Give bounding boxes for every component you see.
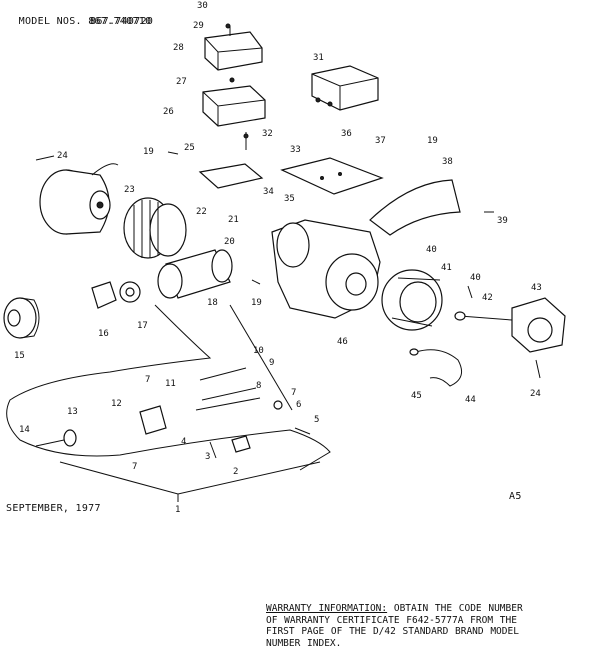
callout-4: 4 [181,437,186,447]
callout-29: 29 [193,21,204,31]
callout-8: 8 [256,381,261,391]
callout-45: 45 [411,391,422,401]
callout-24a: 24 [57,151,68,161]
callout-16: 16 [98,329,109,339]
model-number-1: 867.740710 [88,16,152,27]
adapter-ring-part [381,269,443,331]
callout-10: 10 [253,346,264,356]
callout-46: 46 [337,337,348,347]
cover-part [369,179,461,236]
callout-1: 1 [175,505,180,515]
warranty-line-3: FIRST PAGE OF THE D/42 STANDARD BRAND MO… [266,626,519,637]
callout-7c: 7 [132,462,137,472]
callout-11: 11 [165,379,176,389]
mounting-bracket-part [202,85,266,127]
warranty-heading: WARRANTY INFORMATION: [266,603,388,614]
callout-25: 25 [184,143,195,153]
callout-22: 22 [196,207,207,217]
callout-37: 37 [375,136,386,146]
callout-39: 39 [497,216,508,226]
assembly-brace [59,461,321,495]
burner-housing-part [271,219,381,319]
bracket-plate-part [198,163,264,189]
callout-43: 43 [531,283,542,293]
callout-15: 15 [14,351,25,361]
warranty-line-1: OBTAIN THE CODE NUMBER [393,603,523,614]
fasteners [35,23,541,379]
callout-5: 5 [314,415,319,425]
callout-27: 27 [176,77,187,87]
callout-42: 42 [482,293,493,303]
callout-36: 36 [341,129,352,139]
mounting-plate-part [280,157,384,195]
coupling-part [91,281,141,309]
callout-7a: 7 [145,375,150,385]
callout-28: 28 [173,43,184,53]
callout-33: 33 [290,145,301,155]
page-code: A5 [509,491,522,502]
callout-3: 3 [205,452,210,462]
callout-32: 32 [262,129,273,139]
model-number-2: 867.740720 [90,16,154,27]
callout-7b: 7 [291,388,296,398]
callout-35: 35 [284,194,295,204]
callout-19c: 19 [251,298,262,308]
callout-18: 18 [207,298,218,308]
shroud-part [3,297,40,339]
air-tube-part [157,249,233,299]
callout-19a: 19 [427,136,438,146]
warranty-note: WARRANTY INFORMATION: OBTAIN THE CODE NU… [266,603,606,649]
callout-14: 14 [19,425,30,435]
callout-2: 2 [233,467,238,477]
transformer-part [311,65,379,111]
callout-44: 44 [465,395,476,405]
callout-9: 9 [269,358,274,368]
blower-wheel-part [123,197,187,259]
callout-13: 13 [67,407,78,417]
callout-26: 26 [163,107,174,117]
callout-41: 41 [441,263,452,273]
control-box-part [204,26,263,71]
callout-30: 30 [197,1,208,11]
warranty-line-4: NUMBER INDEX. [266,637,342,649]
callout-24b: 24 [530,389,541,399]
callout-40b: 40 [470,273,481,283]
callout-21: 21 [228,215,239,225]
warranty-line-2: OF WARRANTY CERTIFICATE F642-5777A FROM … [266,614,517,626]
callout-19b: 19 [143,147,154,157]
date-label: SEPTEMBER, 1977 [6,503,101,514]
callout-20: 20 [224,237,235,247]
motor-part [39,163,119,235]
callout-31: 31 [313,53,324,63]
model-label: MODEL NOS. [18,16,82,27]
oil-line-part [409,348,463,387]
pump-part [454,297,566,353]
callout-38: 38 [442,157,453,167]
callout-23: 23 [124,185,135,195]
callout-34: 34 [263,187,274,197]
callout-17: 17 [137,321,148,331]
model-numbers-label: MODEL NOS. 867.740710 [6,5,151,27]
callout-40a: 40 [426,245,437,255]
electrode-wiring [6,304,331,471]
callout-6: 6 [296,400,301,410]
callout-12: 12 [111,399,122,409]
igniter-part [35,400,311,459]
